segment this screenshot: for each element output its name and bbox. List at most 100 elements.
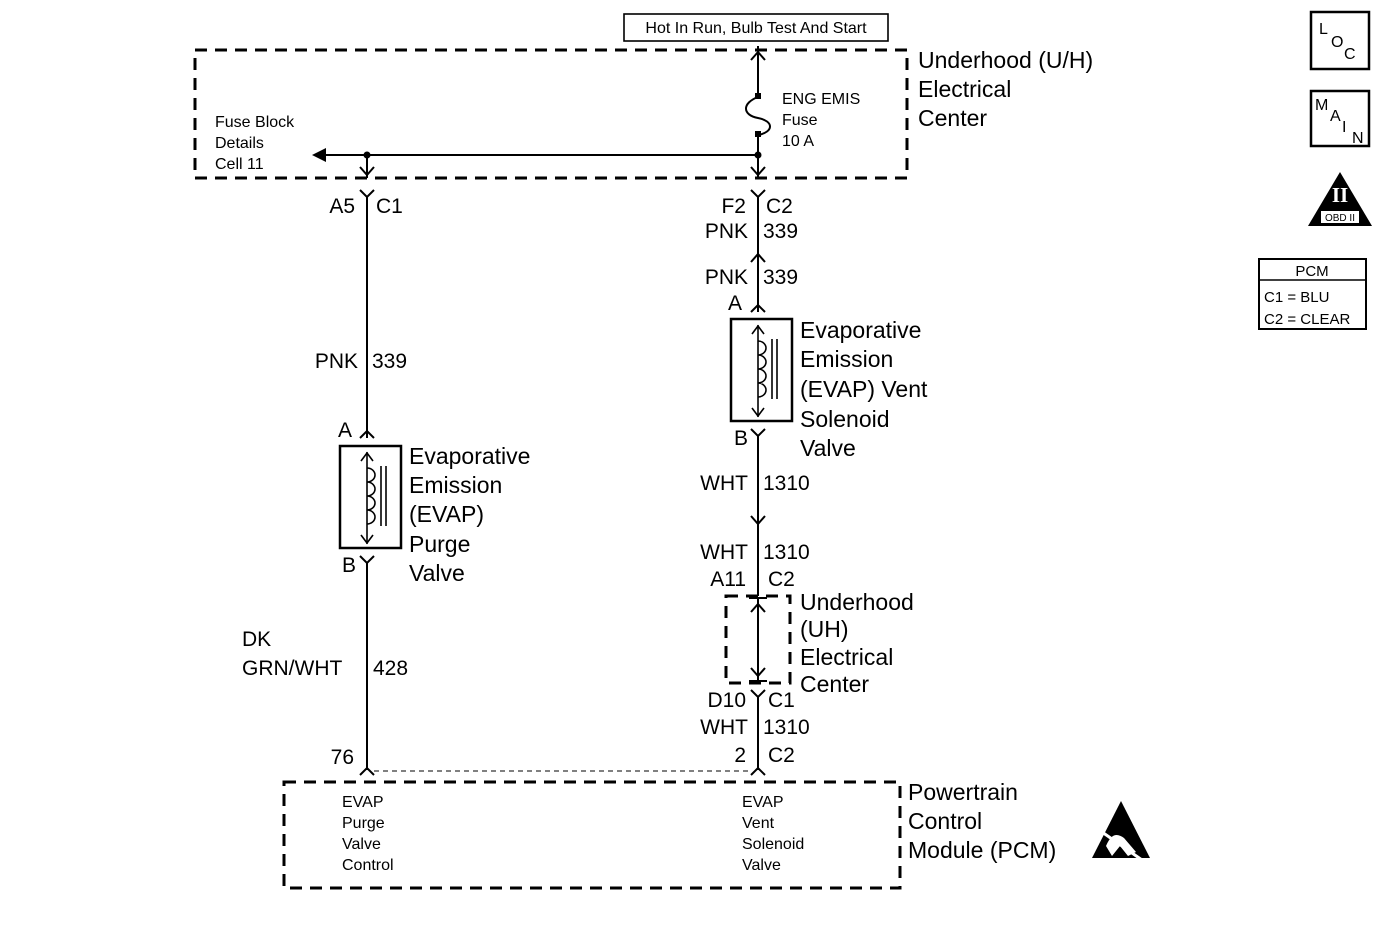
right-wire2a-color: WHT bbox=[700, 472, 748, 495]
left-pin-b-icon bbox=[359, 555, 375, 565]
right-wire-down-arrow-icon bbox=[750, 515, 766, 526]
purge-valve-label-4: Purge bbox=[409, 531, 470, 557]
right-conn2-id: C2 bbox=[768, 568, 795, 591]
left-pin-b: B bbox=[342, 554, 356, 577]
fuse-symbol bbox=[745, 96, 771, 136]
left-wire2-num: 428 bbox=[373, 657, 408, 680]
vent-solenoid-label-5: Valve bbox=[800, 435, 856, 461]
right-conn3-id: C1 bbox=[768, 689, 795, 712]
left-wire1-num: 339 bbox=[372, 350, 407, 373]
purge-valve-coil-icon bbox=[366, 467, 376, 525]
left-connector-c1-icon bbox=[359, 189, 375, 199]
right-wire3-color: WHT bbox=[700, 716, 748, 739]
vent-solenoid-down-arrow-icon bbox=[751, 407, 765, 418]
uh-center-top-title-2: Electrical bbox=[918, 76, 1011, 102]
uh-center-lower-box bbox=[724, 594, 792, 685]
right-pcm-pin-icon bbox=[750, 766, 766, 776]
right-conn1-pin: F2 bbox=[721, 195, 746, 218]
fuse-top-arrow-icon bbox=[750, 50, 766, 61]
uh-center-top-title-1: Underhood (U/H) bbox=[918, 47, 1093, 73]
right-wire1a-num: 339 bbox=[763, 220, 798, 243]
right-wire1b-color: PNK bbox=[705, 266, 748, 289]
power-label: Hot In Run, Bulb Test And Start bbox=[645, 20, 867, 37]
svg-text:I: I bbox=[1342, 119, 1346, 136]
left-drop-arrow-icon bbox=[359, 166, 375, 177]
uh-center-lower-down-arrow-icon bbox=[750, 667, 766, 678]
left-wire1-color: PNK bbox=[315, 350, 358, 373]
fuse-label-2: Fuse bbox=[782, 112, 818, 129]
pcm-right-label-1: EVAP bbox=[742, 794, 784, 811]
fuse-block-arrow-icon bbox=[312, 148, 326, 162]
vent-solenoid-coil-icon bbox=[757, 340, 767, 398]
svg-text:OBD II: OBD II bbox=[1325, 213, 1355, 224]
main-icon: M A I N bbox=[1309, 89, 1371, 148]
right-wire3-num: 1310 bbox=[763, 716, 810, 739]
fuse-label-1: ENG EMIS bbox=[782, 91, 860, 108]
svg-text:C2 = CLEAR: C2 = CLEAR bbox=[1264, 311, 1350, 328]
right-conn1-id: C2 bbox=[766, 195, 793, 218]
pcm-connector-legend: PCM C1 = BLU C2 = CLEAR bbox=[1258, 258, 1367, 330]
obd-ii-icon: II OBD II bbox=[1308, 172, 1372, 226]
pcm-right-label-4: Valve bbox=[742, 857, 781, 874]
vent-solenoid-label-4: Solenoid bbox=[800, 406, 890, 432]
left-pcm-pin-icon bbox=[359, 766, 375, 776]
esd-warning-icon bbox=[1092, 801, 1150, 862]
left-wire2-color-2: GRN/WHT bbox=[242, 657, 342, 680]
purge-valve-up-arrow-icon bbox=[360, 451, 374, 462]
right-pin-b: B bbox=[734, 427, 748, 450]
right-wire1a-color: PNK bbox=[705, 220, 748, 243]
uh-center-lower-label-3: Electrical bbox=[800, 644, 893, 670]
pcm-left-label-1: EVAP bbox=[342, 794, 384, 811]
svg-text:A: A bbox=[1330, 108, 1341, 125]
vent-solenoid-label-1: Evaporative bbox=[800, 317, 921, 343]
right-wire2b-color: WHT bbox=[700, 541, 748, 564]
right-pin-a-icon bbox=[750, 303, 766, 313]
right-connector-c1-icon bbox=[750, 689, 766, 699]
purge-valve-label-5: Valve bbox=[409, 560, 465, 586]
left-conn-pin: A5 bbox=[329, 195, 355, 218]
svg-text:C: C bbox=[1344, 46, 1356, 63]
svg-text:C1 = BLU: C1 = BLU bbox=[1264, 289, 1329, 306]
svg-text:L: L bbox=[1319, 21, 1328, 38]
vent-solenoid-label-2: Emission bbox=[800, 346, 893, 372]
fuse-block-ref-3: Cell 11 bbox=[215, 156, 264, 173]
right-wire2b-num: 1310 bbox=[763, 541, 810, 564]
right-wire2a-num: 1310 bbox=[763, 472, 810, 495]
uh-center-lower-label-1: Underhood bbox=[800, 589, 914, 615]
right-conn2-pin: A11 bbox=[710, 568, 746, 591]
purge-valve-label-1: Evaporative bbox=[409, 443, 530, 469]
right-connector-c2-icon bbox=[750, 189, 766, 199]
pcm-title-3: Module (PCM) bbox=[908, 837, 1056, 863]
loc-icon: L O C bbox=[1309, 10, 1371, 71]
vent-solenoid-box bbox=[729, 317, 794, 423]
vent-solenoid-label-3: (EVAP) Vent bbox=[800, 376, 928, 402]
power-label-box bbox=[623, 13, 889, 42]
fuse-block-ref-2: Details bbox=[215, 135, 264, 152]
pcm-left-label-2: Purge bbox=[342, 815, 385, 832]
pcm-left-label-4: Control bbox=[342, 857, 394, 874]
svg-text:O: O bbox=[1331, 34, 1343, 51]
pcm-right-label-3: Solenoid bbox=[742, 836, 804, 853]
left-conn-id: C1 bbox=[376, 195, 403, 218]
pcm-title-2: Control bbox=[908, 808, 982, 834]
pcm-box bbox=[282, 780, 902, 890]
svg-text:N: N bbox=[1352, 130, 1364, 147]
svg-text:II: II bbox=[1332, 183, 1348, 207]
left-wire2-color-1: DK bbox=[242, 628, 271, 651]
right-wire-up-arrow-icon bbox=[750, 252, 766, 263]
purge-valve-down-arrow-icon bbox=[360, 534, 374, 545]
pcm-title-1: Powertrain bbox=[908, 779, 1018, 805]
purge-valve-label-3: (EVAP) bbox=[409, 501, 484, 527]
fuse-label-3: 10 A bbox=[782, 133, 814, 150]
fuse-block-ref-1: Fuse Block bbox=[215, 114, 295, 131]
right-wire1b-num: 339 bbox=[763, 266, 798, 289]
right-pcm-pin: 2 bbox=[734, 744, 746, 767]
right-pin-b-icon bbox=[750, 428, 766, 438]
right-conn3-pin: D10 bbox=[707, 689, 746, 712]
fuse-bottom-arrow-icon bbox=[750, 166, 766, 177]
purge-valve-box bbox=[338, 444, 403, 550]
uh-center-top-title-3: Center bbox=[918, 105, 987, 131]
uh-center-lower-label-2: (UH) bbox=[800, 616, 849, 642]
fuse-terminal-bottom bbox=[755, 131, 761, 137]
